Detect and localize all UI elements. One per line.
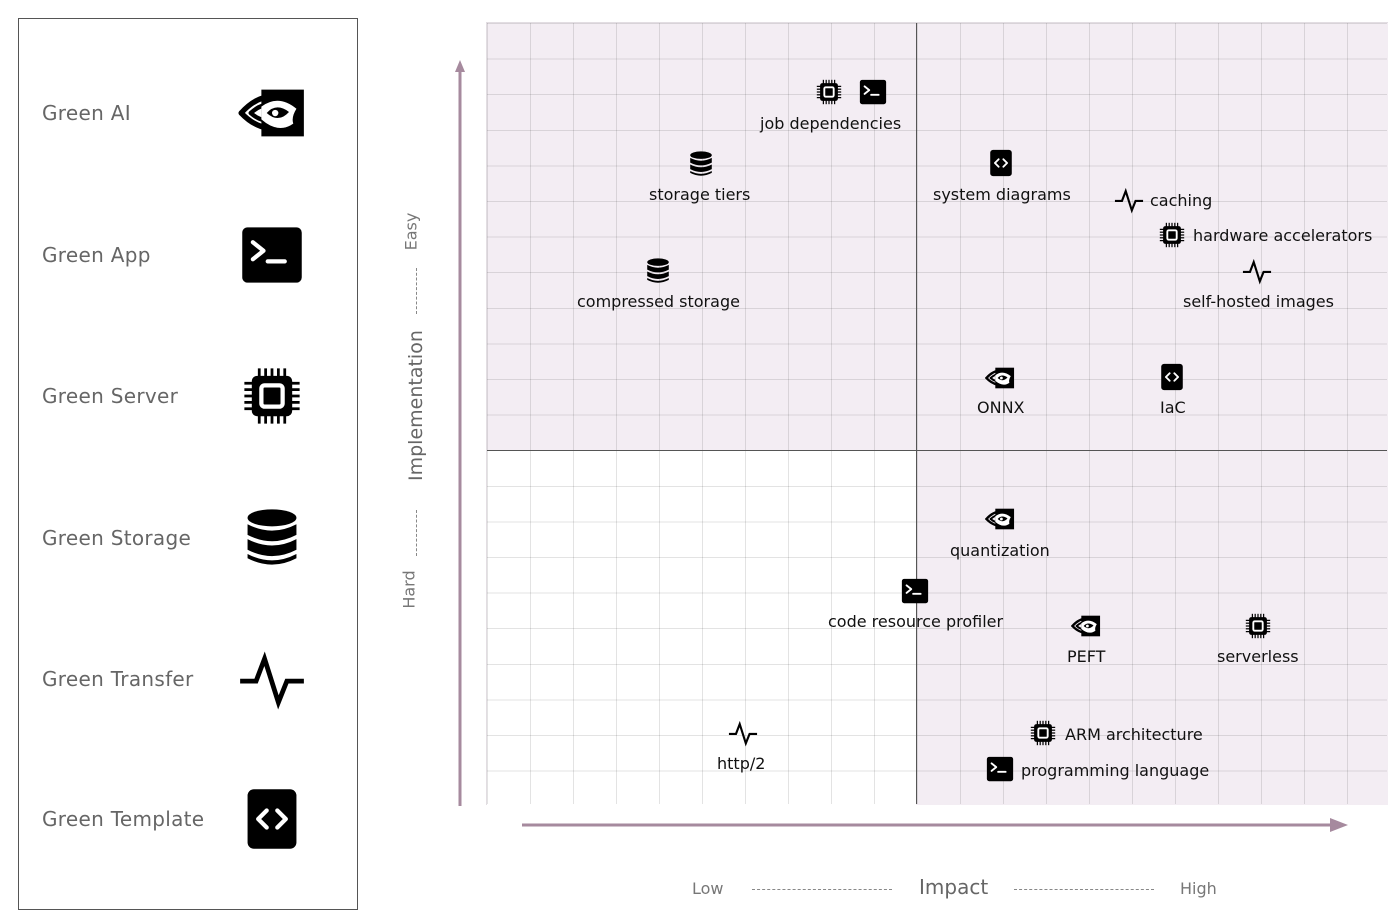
horizontal-divider xyxy=(487,450,1387,451)
code-icon xyxy=(986,148,1016,178)
legend-item-green-app: Green App xyxy=(19,221,359,291)
legend-label: Green AI xyxy=(42,101,131,125)
database-icon xyxy=(686,149,716,179)
eye-icon xyxy=(238,79,306,147)
y-axis-low-label: Hard xyxy=(399,570,419,609)
chip-icon xyxy=(1028,718,1058,748)
x-axis-title: Impact xyxy=(919,875,989,899)
point-label: PEFT xyxy=(1067,647,1106,666)
terminal-icon xyxy=(900,576,930,606)
quadrant-hard-high xyxy=(916,450,1388,805)
pulse-icon xyxy=(1242,256,1272,286)
legend-item-green-storage: Green Storage xyxy=(19,504,359,574)
y-axis-high-label: Easy xyxy=(401,212,421,251)
terminal-icon xyxy=(238,221,306,289)
quadrant-easy-low xyxy=(487,23,916,450)
quadrant-plot xyxy=(486,22,1388,805)
point-label: caching xyxy=(1150,191,1213,210)
code-icon xyxy=(238,785,306,853)
legend-label: Green Server xyxy=(42,384,179,408)
y-axis-dash-lower xyxy=(416,510,417,556)
terminal-icon xyxy=(985,754,1015,784)
y-axis-arrow xyxy=(455,60,465,806)
x-axis-high-label: High xyxy=(1180,879,1217,898)
point-label: self-hosted images xyxy=(1183,292,1334,311)
point-label: programming language xyxy=(1021,761,1210,780)
legend-item-green-transfer: Green Transfer xyxy=(19,645,359,715)
pulse-icon xyxy=(238,645,306,713)
legend-label: Green Storage xyxy=(42,526,192,550)
eye-icon xyxy=(985,504,1015,534)
vertical-divider xyxy=(916,23,917,804)
point-label: code resource profiler xyxy=(828,612,1004,631)
chip-icon xyxy=(238,362,306,430)
point-label: http/2 xyxy=(717,754,766,773)
y-axis-dash-upper xyxy=(416,268,417,314)
legend-label: Green Template xyxy=(42,807,205,831)
legend-item-green-template: Green Template xyxy=(19,785,359,855)
legend-item-green-server: Green Server xyxy=(19,362,359,432)
x-axis-dash-left xyxy=(752,889,892,890)
chip-icon xyxy=(1157,220,1187,250)
x-axis-dash-right xyxy=(1014,889,1154,890)
point-label: IaC xyxy=(1160,398,1186,417)
chip-icon xyxy=(814,77,844,107)
legend-label: Green Transfer xyxy=(42,667,194,691)
legend-panel: Green AI Green App Green Server Green St… xyxy=(18,18,358,910)
quadrant-easy-high xyxy=(916,23,1388,450)
x-axis-low-label: Low xyxy=(692,879,724,898)
point-label: system diagrams xyxy=(933,185,1071,204)
point-label: storage tiers xyxy=(649,185,751,204)
point-label: ARM architecture xyxy=(1065,725,1203,744)
point-label: ONNX xyxy=(977,398,1025,417)
y-axis-title: Implementation xyxy=(405,330,427,481)
chip-icon xyxy=(1243,611,1273,641)
point-label: job dependencies xyxy=(760,114,902,133)
code-icon xyxy=(1157,362,1187,392)
point-label: compressed storage xyxy=(577,292,740,311)
point-label: hardware accelerators xyxy=(1193,226,1373,245)
eye-icon xyxy=(985,363,1015,393)
database-icon xyxy=(238,504,306,572)
legend-label: Green App xyxy=(42,243,151,267)
eye-icon xyxy=(1071,611,1101,641)
pulse-icon xyxy=(1114,185,1144,215)
point-label: serverless xyxy=(1217,647,1299,666)
quadrant-hard-low xyxy=(487,450,916,805)
database-icon xyxy=(643,256,673,286)
point-label: quantization xyxy=(950,541,1050,560)
pulse-icon xyxy=(728,718,758,748)
x-axis-arrow xyxy=(522,818,1348,832)
terminal-icon xyxy=(858,77,888,107)
legend-item-green-ai: Green AI xyxy=(19,79,359,149)
